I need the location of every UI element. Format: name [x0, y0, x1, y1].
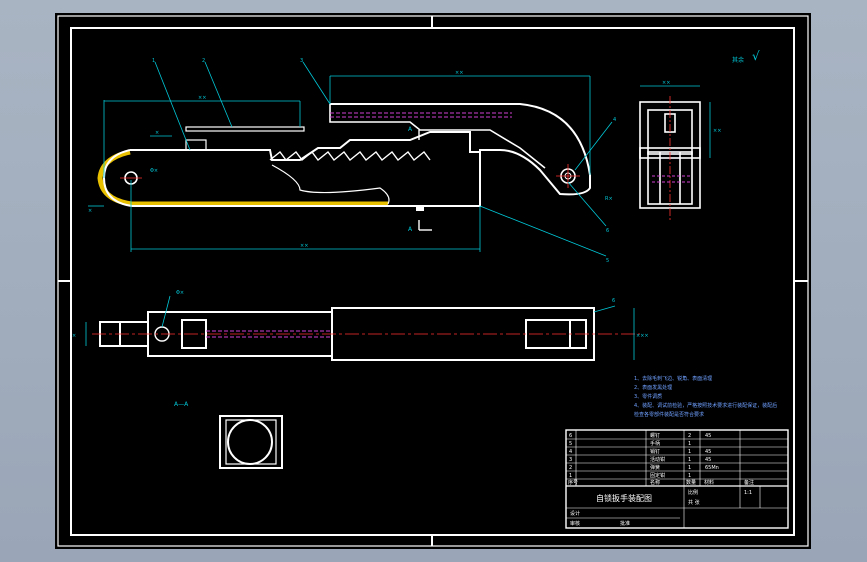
dim-text-pin: Φ× [150, 168, 158, 174]
part-label-3: 3 [300, 58, 303, 64]
plan-view-annot: Φ× × ××× 6 [72, 290, 649, 360]
part-qty: 1 [688, 465, 691, 471]
front-view-dimensions [88, 61, 613, 257]
header-material: 材料 [704, 479, 714, 486]
scale-value: 1:1 [744, 490, 752, 496]
part-label-6: 6 [606, 228, 609, 234]
part-qty: 1 [688, 457, 691, 463]
dim-text-top-overall: ×× [455, 70, 463, 76]
title-block[interactable]: 6 螺钉 2 45 5 手柄 1 4 销钉 1 45 3 活动钳 1 45 2 … [565, 429, 789, 529]
plan-part-label-6: 6 [612, 298, 615, 304]
title-block-grid [566, 430, 788, 528]
part-material: 45 [705, 449, 711, 455]
dim-text-overall: ×× [300, 243, 308, 249]
part-label-1: 1 [152, 58, 155, 64]
roughness-symbol: √ [752, 49, 760, 63]
part-no: 6 [569, 433, 572, 439]
checked-label: 审核 [570, 520, 580, 527]
part-no: 3 [569, 457, 572, 463]
part-label-5: 5 [606, 258, 609, 264]
screw-head [416, 206, 424, 211]
part-name: 固定钳 [650, 472, 665, 479]
leader-3 [302, 61, 331, 105]
part-name: 手柄 [650, 440, 660, 447]
header-name: 名称 [650, 479, 660, 486]
section-aa[interactable]: A—A [174, 401, 283, 469]
spring-seat [185, 139, 207, 151]
header-qty: 数量 [686, 479, 696, 486]
inner-curve [271, 164, 390, 205]
dim-text-top-left: ×× [198, 95, 206, 101]
part-no: 4 [569, 449, 572, 455]
section-circle [227, 419, 273, 465]
tech-req-3: 3、零件调质 [634, 393, 662, 400]
drawing-sheet [55, 13, 811, 549]
part-material: 45 [705, 457, 711, 463]
part-no: 2 [569, 465, 572, 471]
tech-req-2: 2、表面发黑处理 [634, 384, 672, 391]
part-name: 螺钉 [650, 432, 660, 439]
part-material: 65Mn [705, 465, 719, 471]
dim-text-side-width: ×× [662, 80, 670, 86]
tech-req-1: 1、去除毛刺飞边、锐角、表面清理 [634, 375, 712, 382]
plan-clamp [181, 319, 207, 349]
leader-2 [204, 61, 233, 128]
front-view-dim-text: ×× ×× × ×× × Φ× R× 1 2 3 4 5 6 [88, 58, 616, 264]
dim-text-radius: R× [605, 196, 613, 202]
dim-text-plan-pin: Φ× [176, 290, 184, 296]
section-letter-bottom: A [408, 226, 413, 233]
part-qty: 2 [688, 433, 691, 439]
header-no: 序号 [568, 479, 578, 486]
part-qty: 1 [688, 441, 691, 447]
drawn-label: 设计 [570, 510, 580, 517]
movable-jaw-inner [329, 104, 546, 169]
tech-req-4: 4、装配、调试前检验，严格按照技术要求进行装配保证，装配后 [634, 402, 777, 409]
dim-text-plan-height: ××× [636, 333, 649, 339]
spring-rod [185, 126, 305, 132]
leader-4 [574, 121, 613, 171]
sheet-background [55, 13, 811, 549]
section-outer [219, 415, 283, 469]
approved-label: 批准 [620, 520, 630, 527]
movable-jaw-outline [330, 103, 591, 196]
side-view-annot: ×× ×× [640, 80, 721, 222]
ratchet-teeth [269, 151, 431, 161]
part-qty: 1 [688, 449, 691, 455]
tech-req-5: 检查各零部件装配是否符合要求 [634, 411, 704, 418]
leader-plan-6 [593, 305, 616, 313]
section-title: A—A [174, 401, 189, 408]
section-letter-top: A [408, 126, 413, 133]
title-block-meta: 比例 1:1 共 张 设计 审核 批准 [570, 489, 752, 527]
fixed-jaw-outline [130, 131, 481, 207]
leader-plan-pin [161, 295, 171, 328]
roughness-note-text: 其余 [732, 56, 744, 64]
parts-list: 6 螺钉 2 45 5 手柄 1 4 销钉 1 45 3 活动钳 1 45 2 … [568, 432, 754, 486]
part-material: 45 [705, 433, 711, 439]
part-no: 5 [569, 441, 572, 447]
header-note: 备注 [744, 479, 754, 486]
leader-1 [154, 61, 191, 151]
dim-text-side-height: ×× [713, 128, 721, 134]
part-name: 销钉 [650, 448, 660, 455]
part-name: 活动钳 [650, 456, 665, 463]
part-label-4: 4 [613, 117, 616, 123]
part-no: 1 [569, 473, 572, 479]
part-label-2: 2 [202, 58, 205, 64]
roughness-note: 其余 √ [732, 49, 760, 64]
sheet-label: 共 张 [688, 499, 700, 506]
tech-requirements: 1、去除毛刺飞边、锐角、表面清理 2、表面发黑处理 3、零件调质 4、装配、调试… [634, 375, 777, 418]
drawing-title: 自锁扳手装配图 [596, 493, 652, 503]
dim-text-left-height: × [88, 208, 92, 214]
leader-5 [479, 205, 607, 257]
scale-label: 比例 [688, 489, 698, 496]
part-qty: 1 [688, 473, 691, 479]
dim-text-top-small: × [155, 130, 159, 136]
leader-6 [567, 181, 607, 227]
dim-text-plan-inner: × [72, 333, 76, 339]
part-name: 弹簧 [650, 464, 660, 471]
front-view[interactable]: A A [97, 103, 591, 233]
